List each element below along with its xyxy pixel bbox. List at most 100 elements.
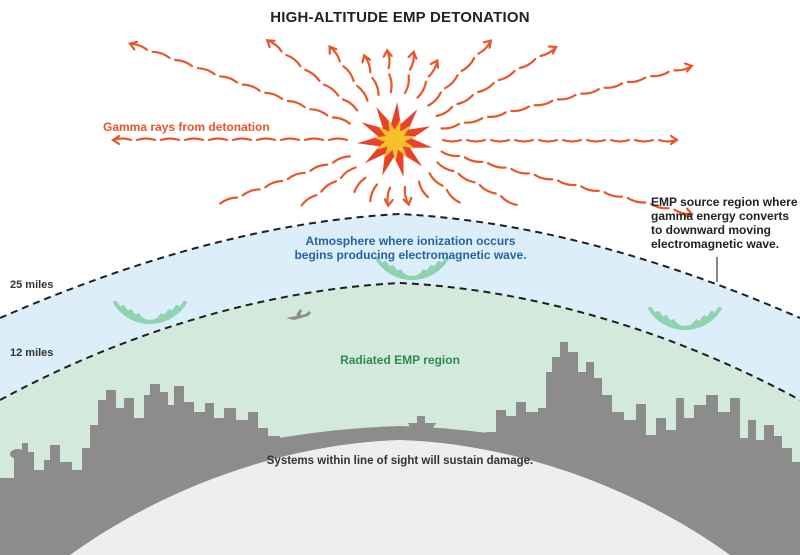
gamma-ray-segment <box>497 69 516 82</box>
gamma-ray-segment <box>626 197 647 204</box>
gamma-ray-segment <box>371 76 380 96</box>
gamma-ray-segment <box>183 137 205 142</box>
gamma-ray-segment <box>633 138 655 143</box>
emp-wave-arc <box>648 306 722 331</box>
altitude-12-miles-label: 12 miles <box>10 347 54 359</box>
emp-wave-icon <box>113 300 187 325</box>
detonation-burst-icon <box>357 102 433 177</box>
gamma-ray-segment <box>533 173 554 181</box>
gamma-ray-segment <box>463 117 484 124</box>
gamma-ray-arrowhead <box>402 196 413 207</box>
gamma-ray-segment <box>580 185 600 192</box>
gamma-ray-segment <box>151 50 171 59</box>
gamma-ray-arrowhead <box>328 44 338 55</box>
gamma-ray-arrowhead <box>382 48 393 58</box>
gamma-ray-arrowhead <box>482 39 493 49</box>
boundary-12-miles <box>0 281 800 401</box>
gamma-ray-segment <box>356 84 369 102</box>
gamma-ray-segment <box>135 137 157 142</box>
gamma-ray-segment <box>585 138 607 143</box>
gamma-ray-arrowhead <box>684 207 694 218</box>
gamma-ray-segment <box>327 137 349 142</box>
gamma-ray-segment <box>440 150 461 158</box>
ground-band <box>70 440 730 555</box>
gamma-ray-segment <box>626 76 647 84</box>
gamma-ray-segment <box>300 194 318 207</box>
gamma-ray-segment <box>556 179 577 187</box>
gamma-ray-segment <box>533 99 554 107</box>
gamma-ray-segment <box>487 111 507 118</box>
emp-wave-icon <box>648 306 722 331</box>
gamma-ray-segment <box>207 137 229 142</box>
gamma-ray-arrowhead <box>547 45 558 55</box>
gamma-ray-arrowhead <box>383 198 394 208</box>
gamma-ray-segment <box>219 196 239 205</box>
gamma-ray-segment <box>518 57 537 70</box>
gamma-ray-segment <box>440 122 461 130</box>
emp-wave-arc <box>375 256 449 281</box>
gamma-ray-segment <box>513 138 535 143</box>
gamma-ray-segment <box>416 80 428 99</box>
gamma-ray-segment <box>369 183 379 203</box>
gamma-ray-segment <box>196 67 216 76</box>
gamma-ray-segment <box>159 137 181 142</box>
gamma-ray-segment <box>428 172 444 187</box>
emp-wave-icon <box>375 256 449 281</box>
altitude-25-miles-label: 25 miles <box>10 279 54 291</box>
gamma-ray-segment <box>609 138 631 143</box>
gamma-ray-segment <box>342 65 355 83</box>
gamma-ray-segment <box>341 98 359 112</box>
gamma-ray-arrowhead <box>265 39 276 49</box>
gamma-ray-segment <box>353 176 367 194</box>
gamma-ray-segment <box>537 138 559 143</box>
gamma-ray-segment <box>417 180 430 199</box>
gamma-ray-segment <box>445 188 461 204</box>
gamma-rays-label: Gamma rays from detonation <box>103 120 270 134</box>
gamma-ray-segment <box>456 93 474 106</box>
gamma-ray-segment <box>241 188 261 197</box>
gamma-ray-segment <box>580 88 600 95</box>
atmosphere-label: Atmosphere where ionization occurs begin… <box>268 234 553 262</box>
gamma-ray-segment <box>435 105 454 118</box>
gamma-ray-segment <box>463 156 484 163</box>
gamma-ray-segment <box>510 167 530 175</box>
gamma-ray-arrowhead <box>128 40 139 51</box>
gamma-ray-segment <box>489 138 511 143</box>
gamma-ray-segment <box>427 91 442 107</box>
gamma-ray-segment <box>478 184 497 195</box>
gamma-ray-segment <box>320 180 338 193</box>
gamma-ray-segment <box>499 195 518 206</box>
radiated-emp-region-label: Radiated EMP region <box>340 353 460 367</box>
boundary-25-miles <box>0 212 800 319</box>
gamma-ray-arrows <box>111 39 694 218</box>
gamma-ray-segment <box>603 191 624 198</box>
gamma-ray-segment <box>556 93 577 101</box>
atmosphere-label-line2: begins producing electromagnetic wave. <box>294 248 527 263</box>
gamma-ray-segment <box>443 74 459 90</box>
gamma-ray-segment <box>510 105 530 113</box>
gamma-ray-segment <box>465 138 487 143</box>
gamma-ray-arrowhead <box>429 58 440 69</box>
gamma-ray-segment <box>331 155 351 164</box>
gamma-ray-segment <box>403 74 410 95</box>
gamma-ray-segment <box>304 68 321 82</box>
gamma-ray-segment <box>650 202 670 210</box>
gamma-ray-segment <box>460 56 476 72</box>
gamma-ray-arrowhead <box>407 50 418 60</box>
gamma-ray-segment <box>603 82 624 89</box>
gamma-ray-segment <box>241 83 261 92</box>
emp-source-line2: gamma energy converts <box>651 209 790 224</box>
gamma-ray-segment <box>219 75 239 84</box>
gamma-ray-segment <box>255 137 277 142</box>
gamma-ray-segment <box>264 179 284 189</box>
airplane-icon <box>286 309 311 320</box>
damage-label: Systems within line of sight will sustai… <box>266 455 534 467</box>
gamma-ray-segment <box>303 137 325 142</box>
ship-icon <box>408 416 436 429</box>
gamma-ray-segment <box>561 138 583 143</box>
gamma-ray-segment <box>286 99 306 109</box>
gamma-ray-segment <box>264 91 284 101</box>
emp-source-line1: EMP source region where <box>651 195 798 209</box>
